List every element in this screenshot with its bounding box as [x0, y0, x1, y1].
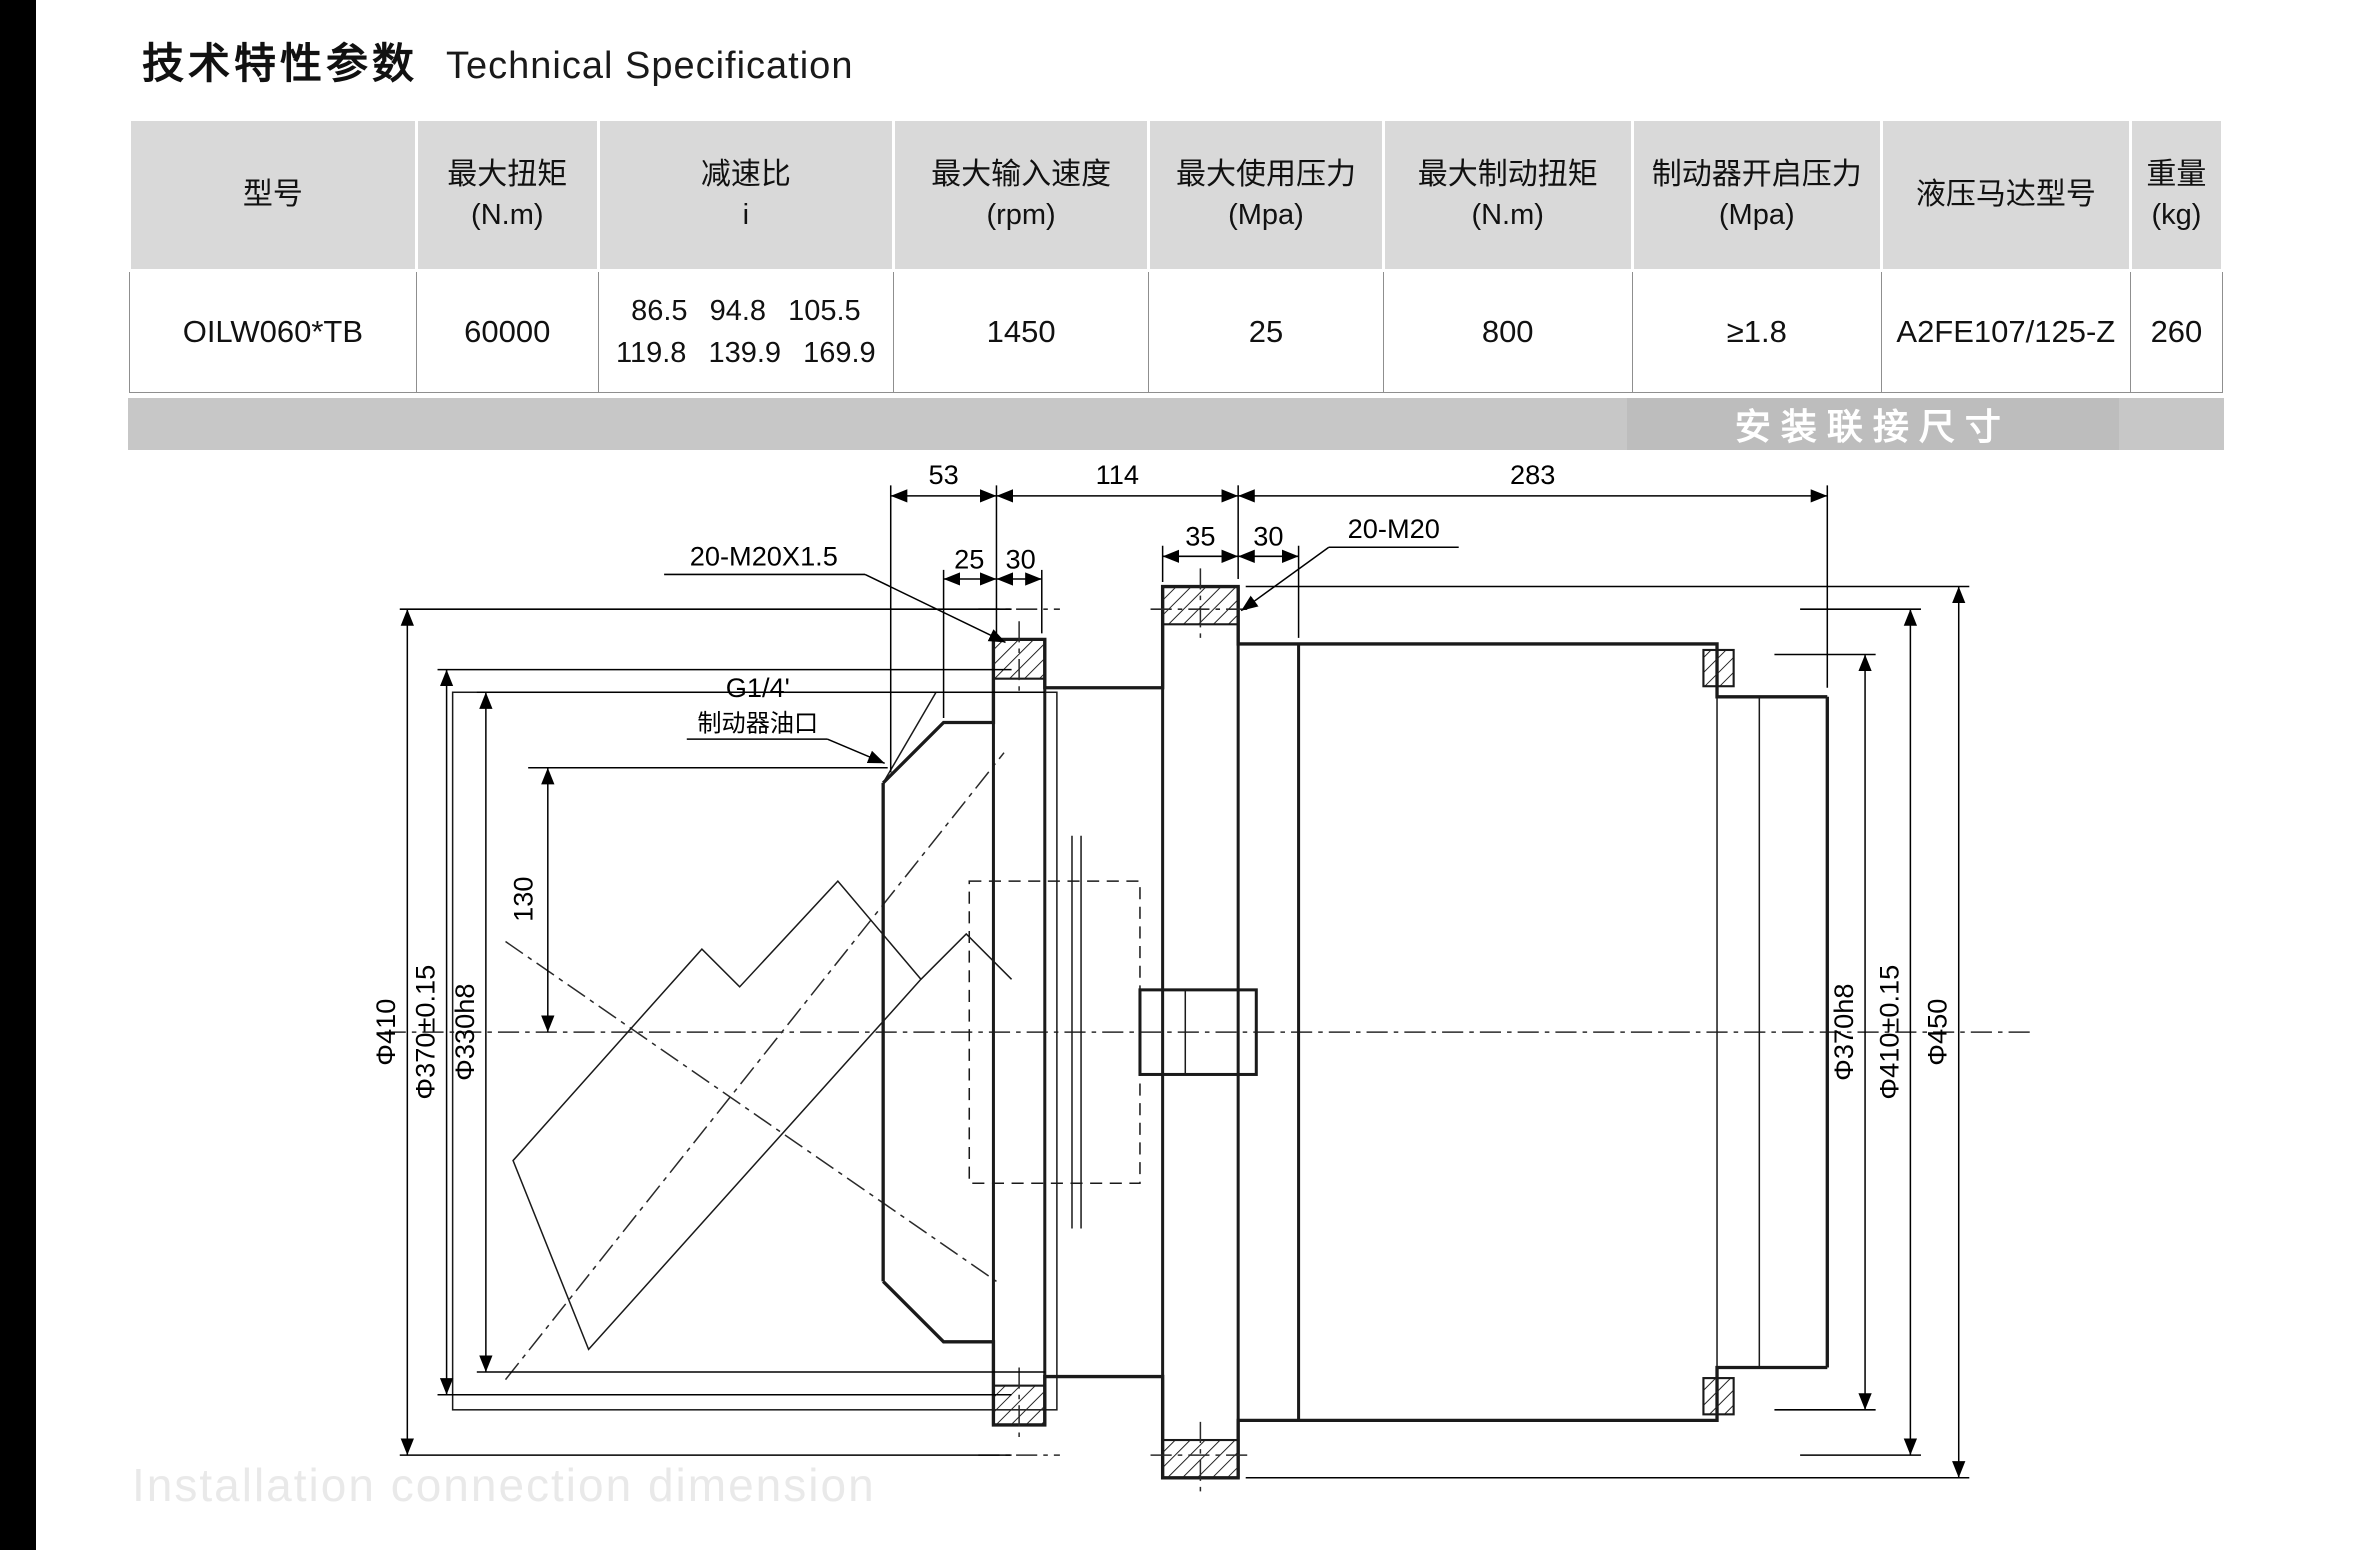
dim-dia-330-left: Φ330h8: [449, 984, 480, 1081]
drawing-dimension-lines: [399, 485, 1970, 1479]
label-port-thread: G1/4': [726, 672, 790, 703]
column-header-max-pressure: 最大使用压力(Mpa): [1147, 118, 1385, 272]
dim-53: 53: [928, 459, 958, 490]
dim-114: 114: [1096, 459, 1139, 490]
cell-brake-open-pressure: ≥1.8: [1631, 270, 1882, 393]
spec-data-row: OILW060*TB 60000 86.5 94.8 105.5 119.8 1…: [129, 270, 2224, 393]
section-bar-label: 安装联接尺寸: [1734, 406, 2011, 447]
cell-motor-model: A2FE107/125-Z: [1880, 270, 2131, 393]
left-black-strip: [0, 0, 36, 1550]
cell-ratio: 86.5 94.8 105.5 119.8 139.9 169.9: [597, 270, 894, 393]
dim-dia-450-right: Φ450: [1922, 999, 1953, 1066]
page-title-cn: 技术特性参数: [142, 40, 419, 87]
technical-drawing: 53 114 283 25 30 35 30 20-M20X1.5 20-M20…: [370, 459, 2032, 1496]
cell-max-brake-torque: 800: [1382, 270, 1633, 393]
dim-25: 25: [954, 543, 984, 574]
dim-dia-410-left: Φ410: [370, 999, 401, 1066]
faint-watermark-text: Installation connection dimension: [132, 1459, 876, 1511]
cell-ratio-line1: 86.5 94.8 105.5: [631, 294, 861, 327]
dim-130: 130: [508, 877, 539, 922]
column-header-max-brake-torque: 最大制动扭矩(N.m): [1381, 118, 1634, 272]
column-header-model: 型号: [128, 118, 418, 272]
drawing-internal-motor-silhouette: [451, 691, 1058, 1411]
dim-283: 283: [1510, 459, 1555, 490]
label-thread-left: 20-M20X1.5: [690, 540, 838, 571]
cell-ratio-line2: 119.8 139.9 169.9: [616, 337, 876, 369]
column-header-brake-open-pressure: 制动器开启压力(Mpa): [1630, 118, 1883, 272]
drawing-hatched-sections: [992, 585, 1735, 1479]
column-header-motor-model: 液压马达型号: [1879, 118, 2132, 272]
column-header-max-input-speed: 最大输入速度(rpm): [891, 118, 1151, 272]
drawing-body-outline: [881, 584, 1829, 1480]
label-thread-right: 20-M20: [1348, 513, 1440, 544]
cell-model: OILW060*TB: [129, 270, 417, 393]
page-title-en: Technical Specification: [446, 45, 854, 87]
section-bar: 安装联接尺寸: [128, 398, 2224, 450]
cell-max-pressure: 25: [1148, 270, 1384, 393]
column-header-weight: 重量(kg): [2128, 118, 2225, 272]
dim-35: 35: [1185, 521, 1215, 552]
cell-max-torque: 60000: [415, 270, 599, 393]
cell-max-input-speed: 1450: [892, 270, 1150, 393]
label-brake-oil-port: 制动器油口: [697, 711, 818, 738]
dim-30a: 30: [1006, 543, 1036, 574]
dim-dia-370-left: Φ370±0.15: [410, 965, 441, 1100]
dim-dia-410-right: Φ410±0.15: [1873, 965, 1904, 1100]
cell-weight: 260: [2129, 270, 2224, 393]
section-bar-label-block: 安装联接尺寸: [1626, 398, 2120, 450]
drawing-hidden-details: [968, 568, 1251, 1496]
drawing-dimension-labels: 53 114 283 25 30 35 30 20-M20X1.5 20-M20…: [370, 459, 1952, 1100]
dim-30b: 30: [1253, 521, 1283, 552]
dim-dia-370-right: Φ370h8: [1828, 984, 1859, 1081]
page-title: 技术特性参数 Technical Specification: [142, 30, 853, 91]
column-header-max-torque: 最大扭矩(N.m): [414, 118, 600, 272]
